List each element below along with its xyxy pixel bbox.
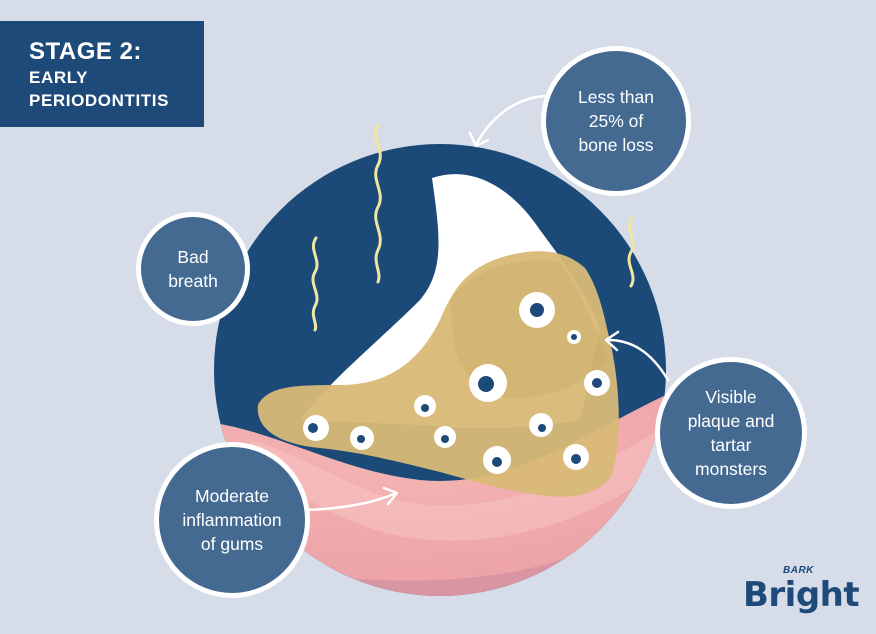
callout-gums-line-1: Moderate: [195, 486, 269, 506]
brand-logo: BARK Bright: [737, 565, 860, 617]
callout-bad-breath-line-2: breath: [168, 271, 218, 291]
callout-bad-breath: Bad breath: [136, 212, 250, 326]
plaque-shade: [450, 260, 606, 399]
callout-gums: Moderate inflammation of gums: [154, 442, 310, 598]
callout-plaque: Visible plaque and tartar monsters: [655, 357, 807, 509]
callout-bad-breath-line-1: Bad: [177, 247, 209, 267]
logo-main-text: Bright: [743, 575, 860, 615]
stage-title: STAGE 2:: [29, 38, 142, 65]
callout-gums-line-3: of gums: [200, 534, 264, 554]
callout-bone-loss-line-3: bone loss: [578, 135, 654, 155]
stage-subtitle-line-2: PERIODONTITIS: [29, 91, 170, 110]
callout-bone-loss: Less than 25% of bone loss: [541, 46, 691, 196]
callout-plaque-line-4: monsters: [695, 459, 767, 479]
callout-gums-line-2: inflammation: [182, 510, 282, 530]
eyeball-icon: [303, 292, 610, 474]
stage-subtitle-line-1: EARLY: [29, 68, 89, 87]
callout-bone-loss-line-2: 25% of: [588, 111, 644, 131]
callout-plaque-line-3: tartar: [710, 435, 752, 455]
callout-plaque-line-2: plaque and: [687, 411, 775, 431]
callout-plaque-line-1: Visible: [705, 387, 757, 407]
logo-small-text: BARK: [783, 565, 814, 576]
gum-inner: [250, 430, 660, 541]
odor-squiggle-icon: [311, 123, 635, 332]
callout-bone-loss-line-1: Less than: [578, 87, 654, 107]
stage-title-box: STAGE 2: EARLY PERIODONTITIS: [0, 21, 204, 127]
